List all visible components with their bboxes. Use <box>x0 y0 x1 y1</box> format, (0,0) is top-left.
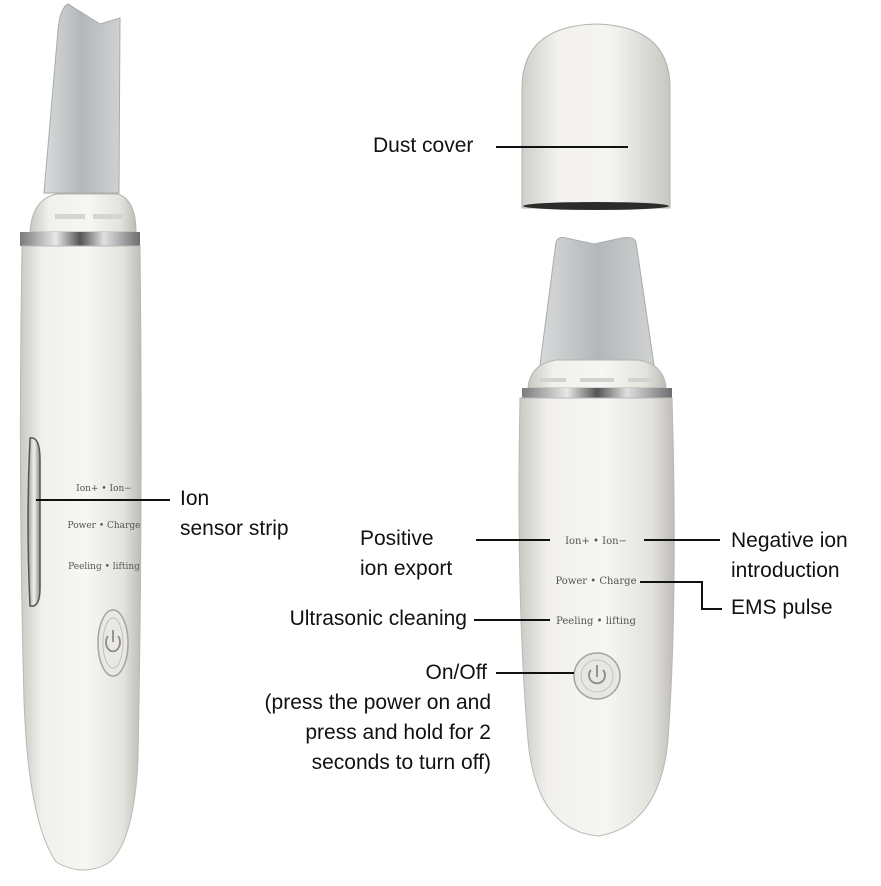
left-blade <box>43 3 121 194</box>
left-head <box>29 193 137 233</box>
callout-dust-cover: Dust cover <box>373 134 474 157</box>
left-label-ion: Ion+ • Ion− <box>76 484 132 494</box>
callout-negative-ion-introduction: Negative ion introduction <box>731 529 848 582</box>
left-body <box>19 245 142 871</box>
dust-cover <box>521 23 671 210</box>
leader-lines <box>36 146 722 674</box>
callout-ultrasonic-cleaning: Ultrasonic cleaning <box>289 607 467 630</box>
callout-ems-pulse: EMS pulse <box>731 596 833 619</box>
left-label-peeling: Peeling • lifting <box>68 562 140 572</box>
left-chrome-ring <box>20 232 140 246</box>
right-chrome-ring <box>522 388 672 398</box>
left-label-power: Power • Charge <box>68 521 141 531</box>
ion-sensor-strip <box>27 437 41 607</box>
right-blade <box>539 237 655 366</box>
power-icon <box>588 669 606 685</box>
right-body <box>518 397 675 837</box>
callout-ion-sensor-strip: Ion sensor strip <box>180 487 289 540</box>
callout-positive-ion-export: Positive ion export <box>360 527 453 580</box>
power-icon <box>105 635 121 653</box>
right-power-button[interactable] <box>573 652 621 700</box>
right-label-ion: Ion+ • Ion− <box>565 536 627 547</box>
callout-on-off: On/Off (press the power on and press and… <box>264 661 491 774</box>
right-device: Ion+ • Ion− Power • Charge Peeling • lif… <box>518 237 675 837</box>
right-label-power: Power • Charge <box>555 576 636 587</box>
leader-ems-pulse <box>640 581 722 610</box>
left-power-button[interactable] <box>97 609 129 677</box>
right-head <box>527 359 667 389</box>
left-device: Ion+ • Ion− Power • Charge Peeling • lif… <box>19 3 142 871</box>
right-label-peeling: Peeling • lifting <box>556 616 636 627</box>
